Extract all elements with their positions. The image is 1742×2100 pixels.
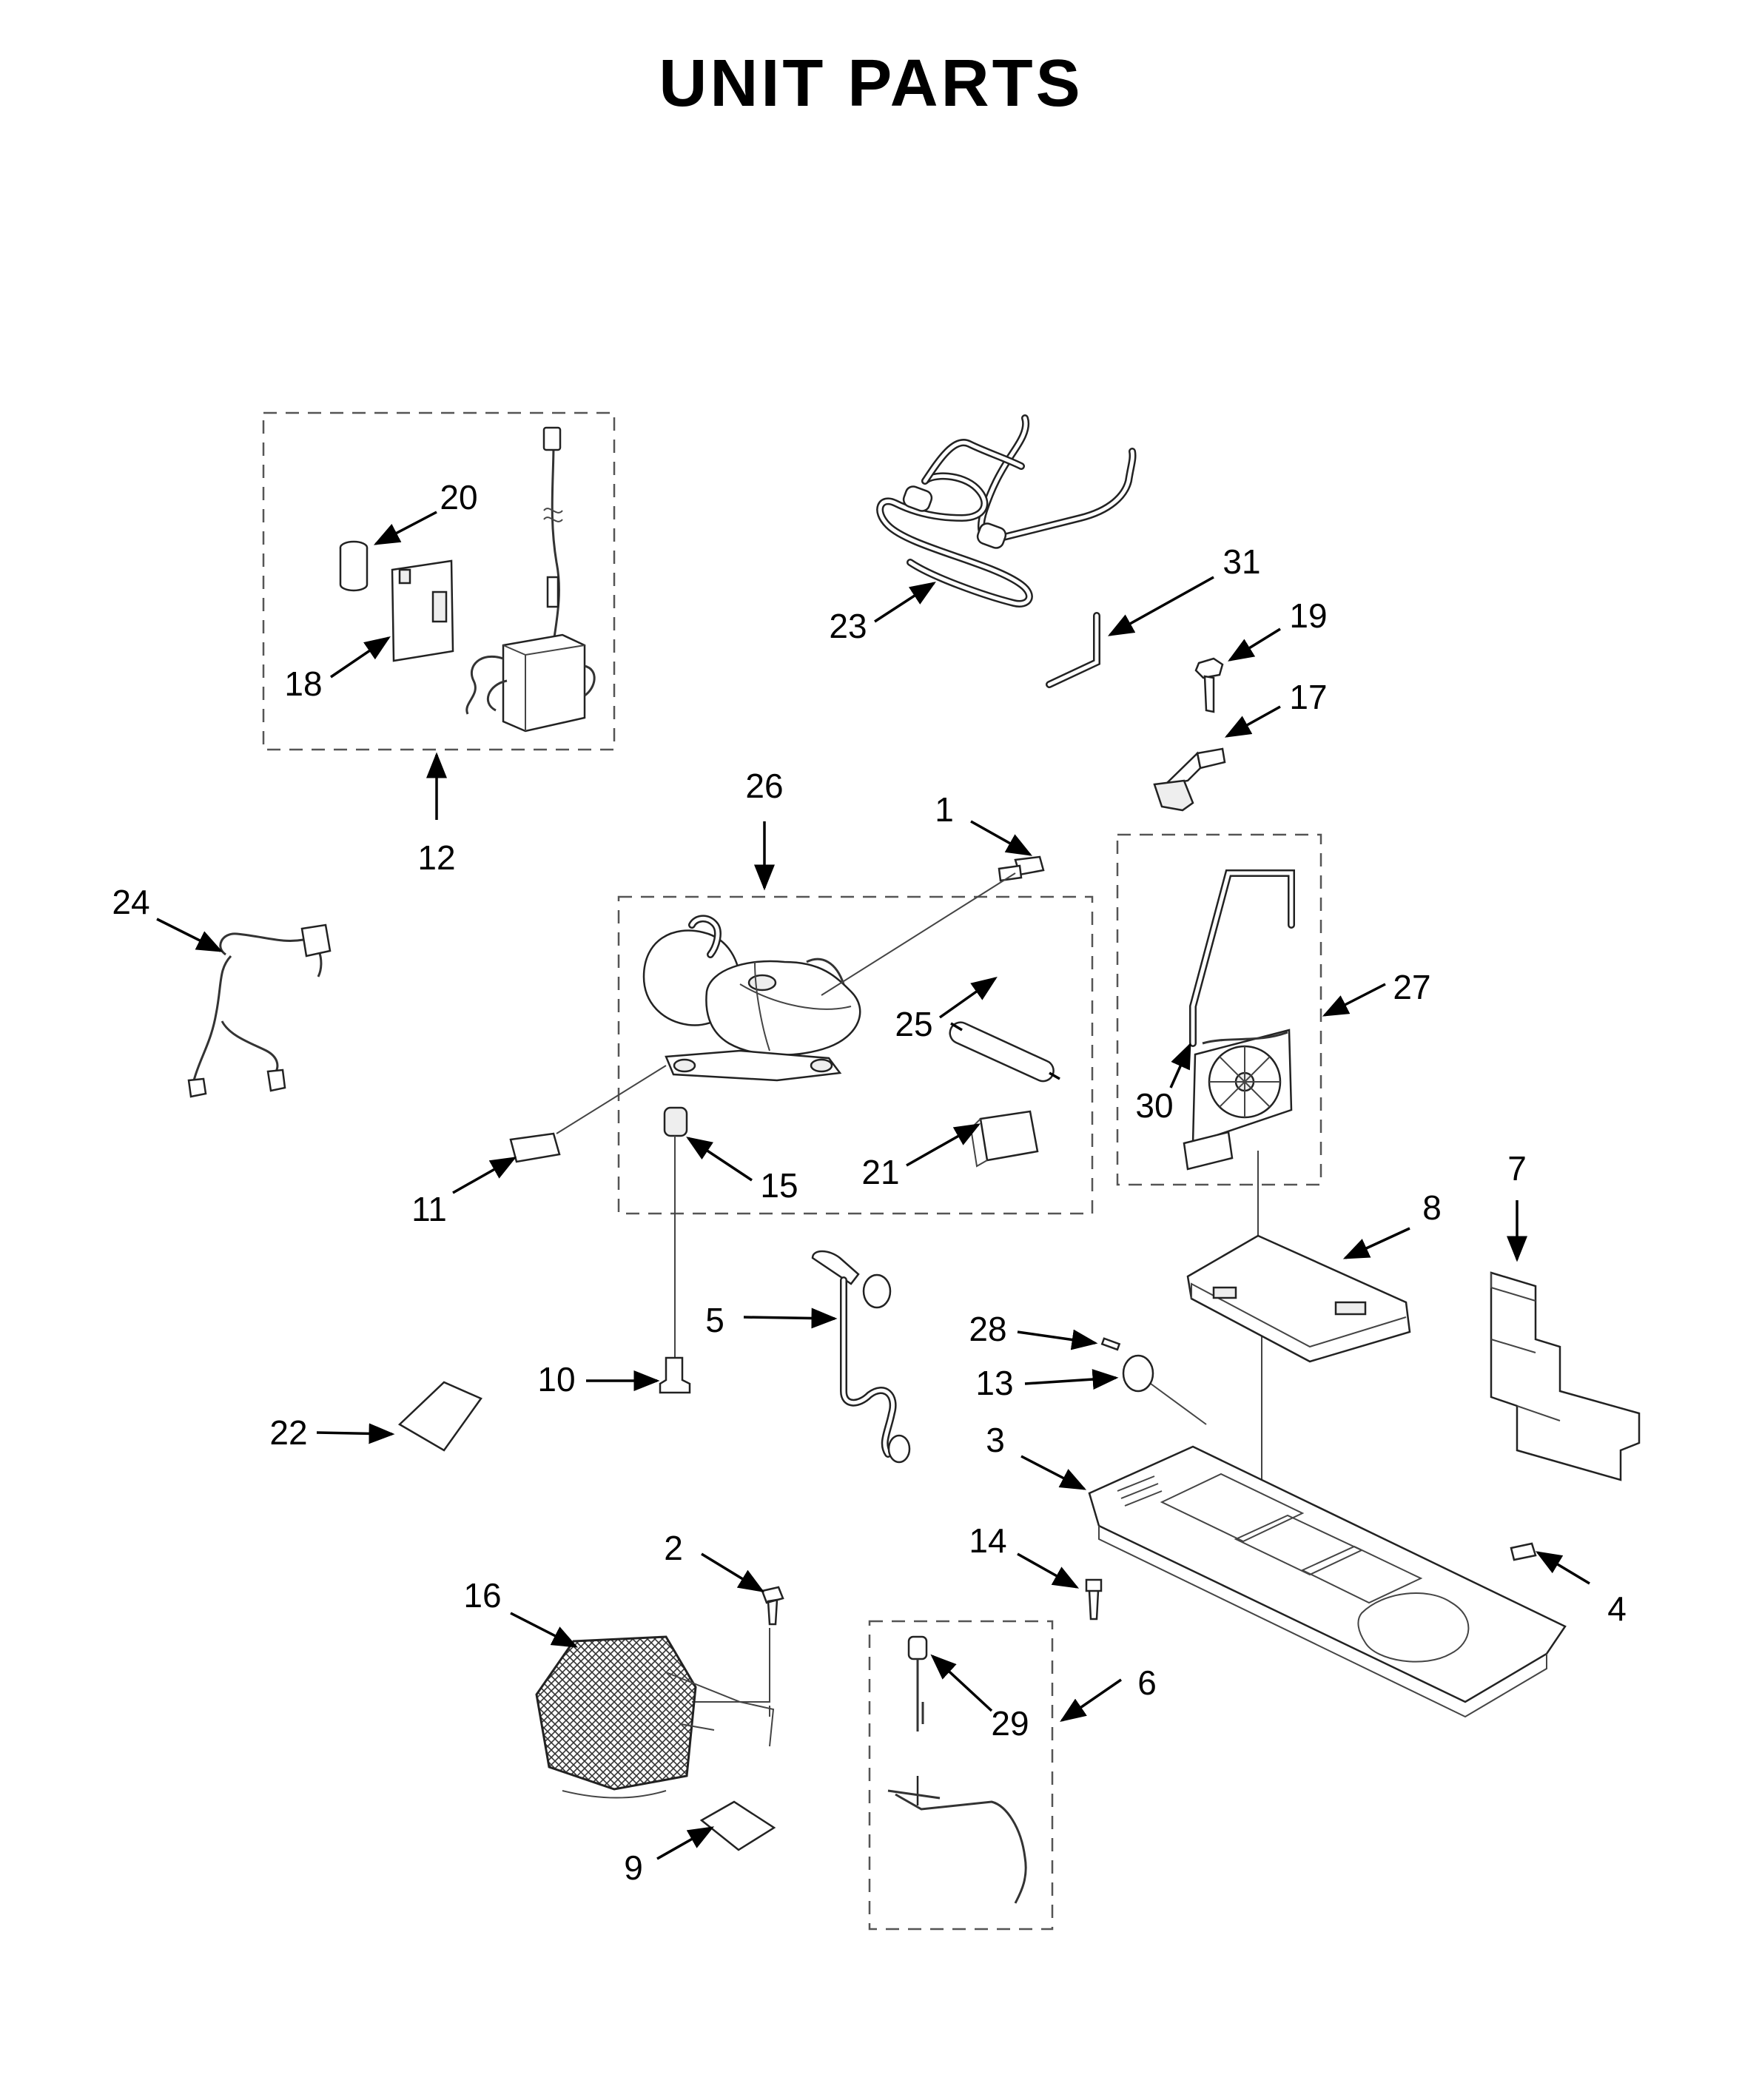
pad [397,1381,482,1452]
callout-22: 22 [269,1413,307,1452]
callout-9: 9 [624,1848,643,1887]
callout-19: 19 [1289,596,1327,635]
grommet-13 [1122,1354,1154,1393]
pin [1100,1337,1121,1351]
assembly-line [556,1065,667,1134]
callout-26: 26 [745,767,783,805]
callout-21: 21 [861,1153,899,1191]
callout-29: 29 [991,1704,1029,1743]
control-box-assembly [339,426,596,733]
tray [1186,1234,1411,1363]
assembly-line [1150,1383,1207,1425]
callout-6: 6 [1137,1663,1157,1702]
callout-23: 23 [829,607,867,645]
callout-7: 7 [1507,1149,1527,1188]
callout-labels: 1 2 3 4 5 6 7 8 9 10 11 12 13 14 15 16 1… [112,478,1626,1887]
callout-24: 24 [112,883,149,921]
condenser-coil [535,1635,775,1799]
callout-18: 18 [284,664,322,703]
condenser-fan-assembly [1183,869,1295,1171]
leader-arrows [156,511,1590,1860]
callout-11: 11 [411,1190,447,1228]
base-plate [1088,1445,1567,1718]
callout-13: 13 [975,1364,1013,1402]
thermostat-assembly [887,1635,1027,1904]
drain-tube [811,1250,911,1464]
assembly-line [821,872,1016,996]
assembly-line [692,1628,770,1703]
callout-28: 28 [969,1310,1006,1348]
callout-31: 31 [1223,542,1260,581]
callout-14: 14 [969,1521,1006,1560]
callout-4: 4 [1607,1589,1627,1628]
screw-2 [761,1586,784,1626]
callout-10: 10 [537,1360,575,1399]
callout-16: 16 [463,1576,501,1615]
screw-clip [1153,657,1226,812]
group-box-12 [262,411,616,751]
callout-25: 25 [895,1005,932,1043]
callout-5: 5 [705,1301,724,1339]
callout-27: 27 [1393,968,1430,1006]
tubing-assembly [876,414,1137,608]
group-box-6 [868,1620,1054,1931]
callout-20: 20 [440,478,477,516]
callout-12: 12 [417,838,455,877]
callout-8: 8 [1422,1188,1442,1227]
wire-harness [187,923,332,1098]
compressor-assembly [509,855,1060,1168]
group-box-27 [1116,833,1322,1186]
page-title: UNIT PARTS [659,47,1083,121]
screw-10 [659,1356,691,1394]
pad-9 [699,1800,776,1851]
callout-3: 3 [986,1421,1005,1459]
insulation-block [1490,1271,1641,1481]
group-box-26 [617,895,1094,1215]
callout-30: 30 [1135,1086,1173,1125]
callout-17: 17 [1289,678,1327,716]
callout-2: 2 [664,1529,683,1567]
callout-1: 1 [935,790,954,829]
screw-14 [1085,1578,1103,1621]
callout-15: 15 [760,1166,798,1205]
bolt-4 [1510,1542,1537,1561]
